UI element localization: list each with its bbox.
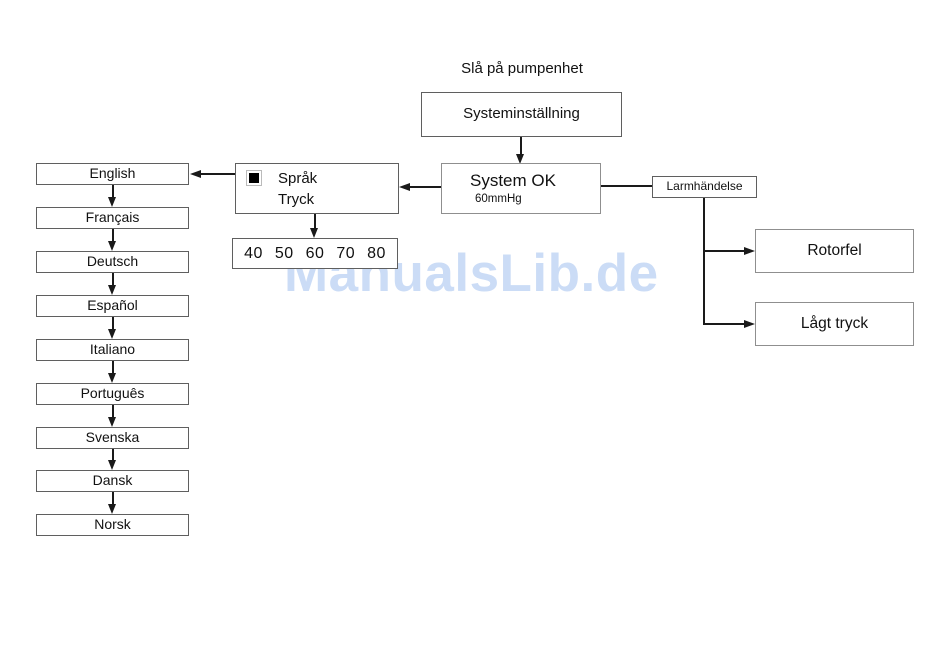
node-language-svenska: Svenska (36, 427, 189, 449)
arrow-lang-6-head (107, 460, 116, 470)
larmhandelse-label: Larmhändelse (666, 179, 743, 194)
pressure-values-label: 40 50 60 70 80 (244, 244, 386, 262)
menu-item-sprak: Språk (278, 169, 318, 187)
arrow-lang-4-line (111, 361, 114, 373)
node-systeminstallning: Systeminställning (421, 92, 622, 137)
language-label: Italiano (89, 341, 136, 358)
arrow-lang-6-line (111, 449, 114, 460)
arrow-alarm-to-rotorfel-line (703, 250, 744, 252)
arrow-setup-to-systemok-line (520, 137, 522, 155)
node-language-english: English (36, 163, 189, 185)
language-label: Svenska (85, 429, 140, 446)
node-menu: Språk Tryck (235, 163, 399, 214)
arrow-systemok-to-menu-line (408, 186, 441, 188)
arrow-lang-2-line (111, 273, 114, 285)
arrow-lang-5-head (107, 417, 116, 427)
node-system-ok-value: 60mmHg (475, 192, 522, 205)
arrow-lang-1-line (111, 229, 114, 241)
arrow-alarm-to-lagttryck-head (744, 319, 755, 328)
node-system-ok: System OK 60mmHg (441, 163, 601, 214)
language-label: Español (87, 297, 138, 314)
node-language-norsk: Norsk (36, 514, 189, 536)
node-systeminstallning-label: Systeminställning (463, 105, 580, 123)
node-language-italiano: Italiano (36, 339, 189, 361)
node-language-dansk: Dansk (36, 470, 189, 492)
menu-item-tryck: Tryck (278, 190, 315, 208)
arrow-lang-3-line (111, 317, 114, 329)
node-pressure-values: 40 50 60 70 80 (232, 238, 398, 269)
arrow-setup-to-systemok-head (516, 154, 524, 164)
arrow-lang-5-line (111, 405, 114, 417)
arrow-lang-1-head (107, 241, 116, 251)
language-label: Norsk (94, 516, 131, 533)
arrow-lang-2-head (107, 285, 116, 295)
arrow-menu-to-pressure-head (310, 228, 318, 238)
node-lagt-tryck: Lågt tryck (755, 302, 914, 346)
arrow-lang-0-line (111, 185, 114, 197)
node-rotorfel: Rotorfel (755, 229, 914, 273)
rotorfel-label: Rotorfel (807, 242, 862, 260)
node-language-deutsch: Deutsch (36, 251, 189, 273)
arrow-lang-7-line (111, 492, 114, 504)
arrow-menu-to-english-head (190, 169, 201, 178)
arrow-lang-7-head (107, 504, 116, 514)
arrow-menu-to-english-line (200, 173, 235, 175)
arrow-menu-to-pressure-line (314, 214, 316, 229)
arrow-lang-0-head (107, 197, 116, 207)
language-label: Français (85, 209, 140, 226)
menu-bullet-icon (249, 173, 259, 183)
arrow-lang-4-head (107, 373, 116, 383)
language-label: English (89, 165, 136, 182)
node-language-portugues: Português (36, 383, 189, 405)
lagt-tryck-label: Lågt tryck (800, 315, 869, 333)
diagram-title: Slå på pumpenhet (461, 60, 583, 77)
node-language-francais: Français (36, 207, 189, 229)
arrow-alarm-to-lagttryck-line (703, 323, 744, 325)
arrow-systemok-to-menu-head (399, 182, 410, 191)
language-label: Português (80, 385, 145, 402)
line-systemok-to-alarm (601, 185, 652, 187)
language-label: Deutsch (86, 253, 139, 270)
line-alarm-trunk (703, 198, 705, 325)
node-language-espanol: Español (36, 295, 189, 317)
arrow-lang-3-head (107, 329, 116, 339)
arrow-alarm-to-rotorfel-head (744, 246, 755, 255)
node-larmhandelse: Larmhändelse (652, 176, 757, 198)
node-system-ok-title: System OK (470, 170, 556, 190)
menu-items: Språk Tryck (278, 168, 317, 210)
language-label: Dansk (92, 472, 133, 489)
